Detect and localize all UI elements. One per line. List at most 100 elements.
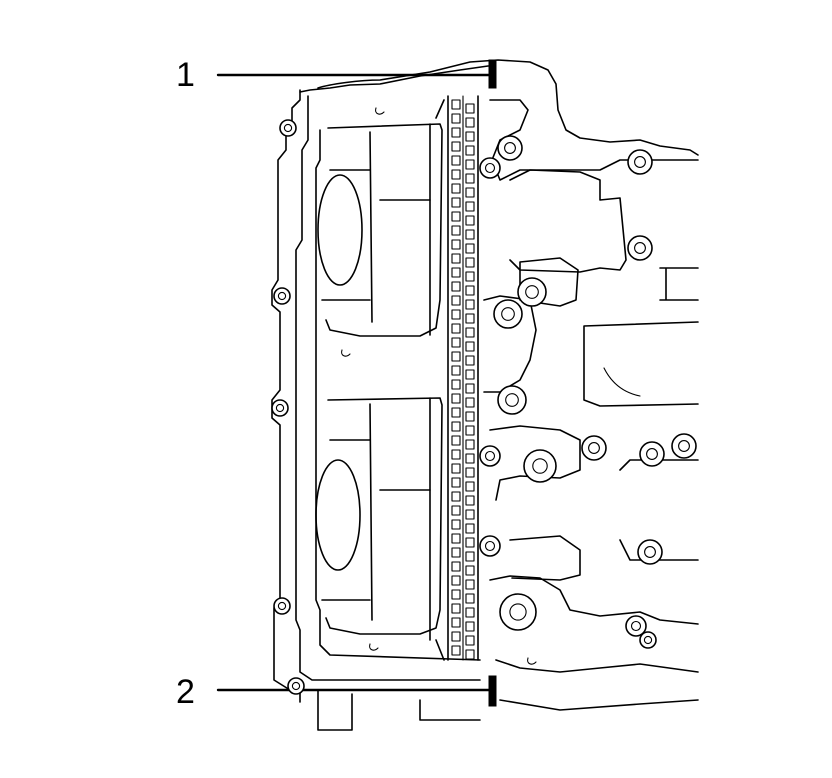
chain-link [451, 645, 461, 656]
bottom-housing-lower [495, 659, 699, 711]
chain-link [451, 337, 461, 348]
chain-link [465, 201, 475, 212]
chain-link [465, 649, 475, 660]
chain-link [465, 481, 475, 492]
bolt-head [504, 142, 516, 154]
bolts [271, 119, 697, 695]
bolt-head [678, 440, 690, 452]
chain-link [451, 183, 461, 194]
lower-cam-hub [315, 459, 361, 571]
callout-1-label: 1 [176, 56, 195, 94]
bottom-housing [489, 575, 699, 625]
chain-link [465, 341, 475, 352]
bolt [493, 299, 523, 329]
chain-link [465, 425, 475, 436]
chain-link [451, 323, 461, 334]
chain-link [465, 173, 475, 184]
chain-link [465, 621, 475, 632]
chain-link [465, 187, 475, 198]
bolt [581, 435, 607, 461]
chain-link [465, 215, 475, 226]
chain-link [451, 631, 461, 642]
chain-link [465, 159, 475, 170]
chain-link [451, 141, 461, 152]
chain-link [465, 229, 475, 240]
chain-link [465, 383, 475, 394]
chain-link [465, 117, 475, 128]
lower-cam-inner [321, 403, 431, 621]
chain-link [451, 449, 461, 460]
chain-link [465, 607, 475, 618]
chain-link [465, 285, 475, 296]
bolt [497, 135, 523, 161]
chain-link [465, 439, 475, 450]
chain-link [451, 351, 461, 362]
chain-link [465, 313, 475, 324]
callout-2-marker [488, 675, 497, 707]
upper-gear-flange [429, 99, 445, 336]
bolt-head [275, 403, 285, 413]
bolt [627, 235, 653, 261]
bolt-head [634, 242, 646, 254]
mark-hook-3 [369, 643, 379, 651]
bolt [523, 449, 557, 483]
bottom-flange [317, 689, 481, 731]
chain-link [451, 127, 461, 138]
mark-hook-4 [527, 657, 537, 665]
camshaft-upper-right [659, 267, 699, 301]
upper-cam-hub [317, 174, 363, 286]
chain-link [451, 519, 461, 530]
chain-link [451, 365, 461, 376]
chain-link [465, 411, 475, 422]
bolt [479, 535, 501, 557]
upper-cam-housing [325, 123, 443, 337]
chain-link [465, 467, 475, 478]
bolt [639, 631, 657, 649]
chain-link [451, 155, 461, 166]
chain-link [451, 463, 461, 474]
chain-link [451, 421, 461, 432]
bolt-head [532, 458, 548, 474]
chain-link [451, 295, 461, 306]
bolt-head [630, 620, 642, 632]
bolt-head [484, 162, 496, 174]
bolt [287, 677, 305, 695]
chain-link [451, 575, 461, 586]
chain-link [465, 453, 475, 464]
bolt-head [291, 681, 301, 691]
chain-link [451, 211, 461, 222]
bolt [627, 149, 653, 175]
bolt [625, 615, 647, 637]
chain-link [465, 103, 475, 114]
mark-hook-1 [375, 107, 385, 115]
bolt [271, 399, 289, 417]
bolt-head [501, 307, 515, 321]
callout-1-marker [488, 59, 497, 89]
chain-link [465, 327, 475, 338]
bolt-head [634, 156, 646, 168]
bolt [273, 287, 291, 305]
bolt-head [509, 603, 527, 621]
chain-link [451, 309, 461, 320]
bolt-head [505, 393, 519, 407]
bolt-head [277, 291, 287, 301]
chain-link [465, 397, 475, 408]
bolt-head [646, 448, 658, 460]
middle-recess-curve [603, 367, 641, 397]
chain-link [451, 561, 461, 572]
chain-link [451, 547, 461, 558]
bolt [479, 157, 501, 179]
chain-link [451, 169, 461, 180]
bolt [497, 385, 527, 415]
bolt-head [588, 442, 600, 454]
bolt-head [484, 540, 496, 552]
chain-link [451, 239, 461, 250]
front-cover-inner [299, 65, 489, 93]
chain-link [465, 495, 475, 506]
lower-cam-housing [325, 397, 443, 635]
chain-link [451, 197, 461, 208]
chain-link [465, 523, 475, 534]
chain-link [451, 435, 461, 446]
chain-link [451, 505, 461, 516]
frame-bracket-inner [315, 129, 481, 661]
